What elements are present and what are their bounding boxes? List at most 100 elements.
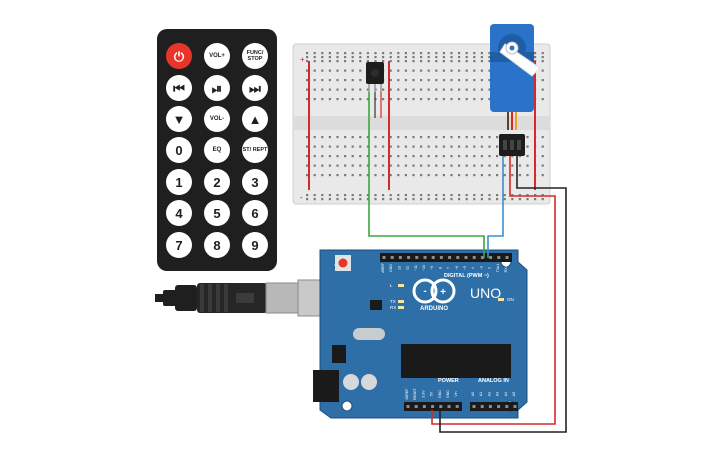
power-pin[interactable]: [414, 405, 418, 408]
digital-pin-label: RX◂0: [504, 264, 508, 273]
remote-button-next[interactable]: ⏭: [242, 75, 268, 101]
capacitor-1: [343, 374, 359, 390]
digital-pin[interactable]: [398, 256, 402, 259]
remote-button-zero[interactable]: 0: [166, 137, 192, 163]
digital-pin[interactable]: [415, 256, 419, 259]
analog-label: ANALOG IN: [478, 378, 509, 384]
power-header: [404, 402, 462, 411]
remote-button-up[interactable]: ▲: [242, 106, 268, 132]
ir-receiver[interactable]: [366, 62, 384, 92]
analog-pin[interactable]: [472, 405, 476, 408]
usb-cable: [155, 279, 347, 317]
power-pin[interactable]: [439, 405, 443, 408]
reset-button[interactable]: [335, 255, 351, 271]
l-label: L: [390, 283, 393, 288]
digital-pin[interactable]: [390, 256, 394, 259]
power-pin-label: IOREF: [405, 388, 409, 400]
analog-pin-label: A1: [479, 392, 483, 396]
breadboard[interactable]: + -: [292, 43, 551, 205]
remote-button-power[interactable]: ⏻: [166, 43, 192, 69]
power-pin-label: GND: [438, 390, 442, 398]
digital-pin-label: 12: [406, 266, 410, 270]
regulator: [332, 345, 346, 363]
power-pin[interactable]: [422, 405, 426, 408]
remote-button-prev[interactable]: ⏮: [166, 75, 192, 101]
servo-motor[interactable]: [490, 24, 541, 156]
digital-pin-label: ~10: [422, 265, 426, 271]
remote-button-eq[interactable]: EQ: [204, 137, 230, 163]
arduino-uno[interactable]: - + ARDUINO UNO DIGITAL (PWM ~) POWER AN…: [313, 249, 528, 419]
digital-pin-label: GND: [389, 264, 393, 272]
remote-button-st-rept[interactable]: ST/ REPT: [242, 137, 268, 163]
rx-label: RX: [390, 305, 396, 310]
remote-button-nine[interactable]: 9: [242, 232, 268, 258]
rail-minus-label: -: [300, 193, 303, 202]
remote-button-three[interactable]: 3: [242, 169, 268, 195]
analog-pin[interactable]: [488, 405, 492, 408]
power-pin[interactable]: [455, 405, 459, 408]
remote-button-six[interactable]: 6: [242, 200, 268, 226]
digital-pin-label: 2: [488, 267, 492, 269]
remote-button-two[interactable]: 2: [204, 169, 230, 195]
digital-pin[interactable]: [464, 256, 468, 259]
remote-button-vol-down[interactable]: VOL-: [204, 106, 230, 132]
digital-pin[interactable]: [439, 256, 443, 259]
digital-pin-label: ~6: [455, 266, 459, 270]
remote-button-one[interactable]: 1: [166, 169, 192, 195]
tx-label: TX: [390, 299, 396, 304]
svg-text:-: -: [423, 286, 426, 297]
digital-pin[interactable]: [480, 256, 484, 259]
arduino-logo: [412, 278, 438, 304]
digital-pin-label: 13: [397, 266, 401, 270]
analog-pin-label: A0: [471, 392, 475, 396]
wire-green-signal: [368, 92, 485, 258]
digital-pin[interactable]: [407, 256, 411, 259]
remote-button-five[interactable]: 5: [204, 200, 230, 226]
digital-pin[interactable]: [472, 256, 476, 259]
digital-pin-label: 8: [438, 267, 442, 269]
wire-red-5v: [431, 195, 556, 425]
analog-pin[interactable]: [513, 405, 517, 408]
analog-pin[interactable]: [480, 405, 484, 408]
digital-pin-label: ~9: [430, 266, 434, 270]
power-pin[interactable]: [431, 405, 435, 408]
digital-pin-label: TX▸1: [496, 264, 500, 272]
wires: [368, 92, 567, 433]
remote-button-vol-up[interactable]: VOL+: [204, 43, 230, 69]
remote-button-seven[interactable]: 7: [166, 232, 192, 258]
analog-header: [470, 402, 518, 411]
remote-button-four[interactable]: 4: [166, 200, 192, 226]
on-label: ON: [507, 297, 514, 302]
digital-pin[interactable]: [448, 256, 452, 259]
power-pin[interactable]: [406, 405, 410, 408]
digital-pin-label: ~11: [414, 265, 418, 271]
digital-pin-label: 4: [471, 267, 475, 269]
remote-button-eight[interactable]: 8: [204, 232, 230, 258]
dc-jack: [313, 370, 339, 402]
power-pin[interactable]: [447, 405, 451, 408]
remote-button-play-pause[interactable]: ⏯: [204, 75, 230, 101]
digital-pin-label: AREF: [381, 262, 385, 272]
analog-pin[interactable]: [497, 405, 501, 408]
analog-pin-label: A3: [496, 392, 500, 396]
digital-pin[interactable]: [431, 256, 435, 259]
power-pin-label: 5V: [430, 391, 434, 396]
analog-pin-label: A2: [487, 392, 491, 396]
digital-pin[interactable]: [497, 256, 501, 259]
remote-button-func-stop[interactable]: FUNC/ STOP: [242, 43, 268, 69]
power-pin-label: RESET: [413, 387, 417, 400]
digital-header: [380, 253, 512, 262]
digital-pin-label: ~5: [463, 266, 467, 270]
digital-pin[interactable]: [489, 256, 493, 259]
digital-pin[interactable]: [505, 256, 509, 259]
digital-pin[interactable]: [382, 256, 386, 259]
digital-pin[interactable]: [423, 256, 427, 259]
analog-pin[interactable]: [505, 405, 509, 408]
digital-pin[interactable]: [456, 256, 460, 259]
arduino-model: UNO: [470, 285, 501, 301]
remote-button-down[interactable]: ▼: [166, 106, 192, 132]
crystal: [353, 328, 385, 340]
